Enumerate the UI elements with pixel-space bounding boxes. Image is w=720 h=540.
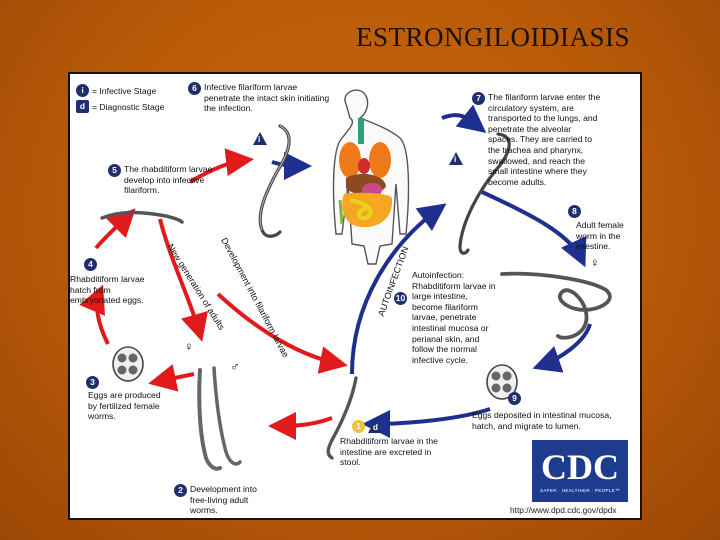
arrow-7-to-8: [481, 190, 587, 268]
cycle-graphics: [79, 89, 612, 471]
step-10-number: 10: [394, 292, 407, 305]
cdc-logo-tagline: SAFER · HEALTHIER · PEOPLE™: [540, 488, 620, 493]
arrow-1-to-2: [268, 411, 333, 440]
step-8-text: Adult female worm in the intestine.: [576, 220, 624, 252]
cdc-logo-text: CDC: [541, 447, 619, 487]
free-living-male: [212, 366, 242, 466]
infective-stage-icon: i: [76, 84, 89, 97]
arrow-autoinfection: [350, 203, 447, 375]
female-symbol-8: ♀: [590, 255, 600, 270]
step-5-number: 5: [108, 164, 121, 177]
step-3-number: 3: [86, 376, 99, 389]
infective-stage-marker-7: i: [449, 152, 463, 165]
arrow-6-to-host: [271, 151, 312, 180]
step-3-text: Eggs are produced by fertilized female w…: [88, 390, 161, 422]
arrow-5-to-6: [188, 148, 254, 184]
arrow-9-to-1: [362, 407, 491, 438]
step-9-number: 9: [508, 392, 521, 405]
infective-stage-marker-6: i: [253, 132, 267, 145]
step-8-number: 8: [568, 205, 581, 218]
legend-diagnostic-label: = Diagnostic Stage: [92, 102, 165, 112]
step-1-number: 1: [352, 420, 365, 433]
life-cycle-diagram: i = Infective Stage d = Diagnostic Stage…: [68, 72, 642, 520]
step-7-number: 7: [472, 92, 485, 105]
egg-cluster-3: [112, 346, 144, 382]
source-url: http://www.dpd.cdc.gov/dpdx: [510, 505, 617, 515]
step-2-number: 2: [174, 484, 187, 497]
adult-female-worm-8: [500, 271, 612, 340]
filariform-larva-7: [458, 132, 511, 255]
step-2-text: Development into free-living adult worms…: [190, 484, 257, 516]
arrow-2-to-3: [148, 364, 195, 392]
human-host-figure: [332, 89, 410, 265]
rhabditiform-larva-5: [100, 210, 184, 224]
step-1-text: Rhabditiform larvae in the intestine are…: [340, 436, 438, 468]
step-4-text: Rhabditiform larvae hatch from embryonat…: [70, 274, 145, 306]
legend-infective-label: = Infective Stage: [92, 86, 157, 96]
step-9-text: Eggs deposited in intestinal mucosa, hat…: [472, 410, 612, 431]
arrow-host-to-7: [441, 104, 487, 133]
arrow-new-generation: [158, 218, 208, 342]
cdc-logo: CDC SAFER · HEALTHIER · PEOPLE™: [532, 440, 628, 502]
female-symbol-2: ♀: [184, 339, 194, 354]
diagnostic-stage-marker-1: d: [368, 420, 382, 433]
step-4-number: 4: [84, 258, 97, 271]
free-living-female: [197, 368, 222, 471]
rhabditiform-larva-1: [326, 376, 358, 460]
arrow-development: [216, 292, 348, 374]
male-symbol-2: ♂: [230, 359, 240, 374]
arrow-3-to-4: [79, 284, 110, 345]
step-10-text: Autoinfection: Rhabditiform larvae in la…: [412, 270, 496, 365]
diagnostic-stage-icon: d: [76, 100, 89, 113]
slide-title: ESTRONGILOIDIASIS: [356, 22, 630, 52]
step-5-text: The rhabditiform larvae develop into inf…: [124, 164, 213, 196]
step-6-number: 6: [188, 82, 201, 95]
egg-cluster-9: [486, 364, 518, 400]
arrow-8-to-9: [532, 323, 592, 373]
step-7-text: The filariform larvae enter the circulat…: [488, 92, 601, 187]
step-6-text: Infective filariform larvae penetrate th…: [204, 82, 330, 114]
arrow-4-to-5: [94, 208, 136, 250]
